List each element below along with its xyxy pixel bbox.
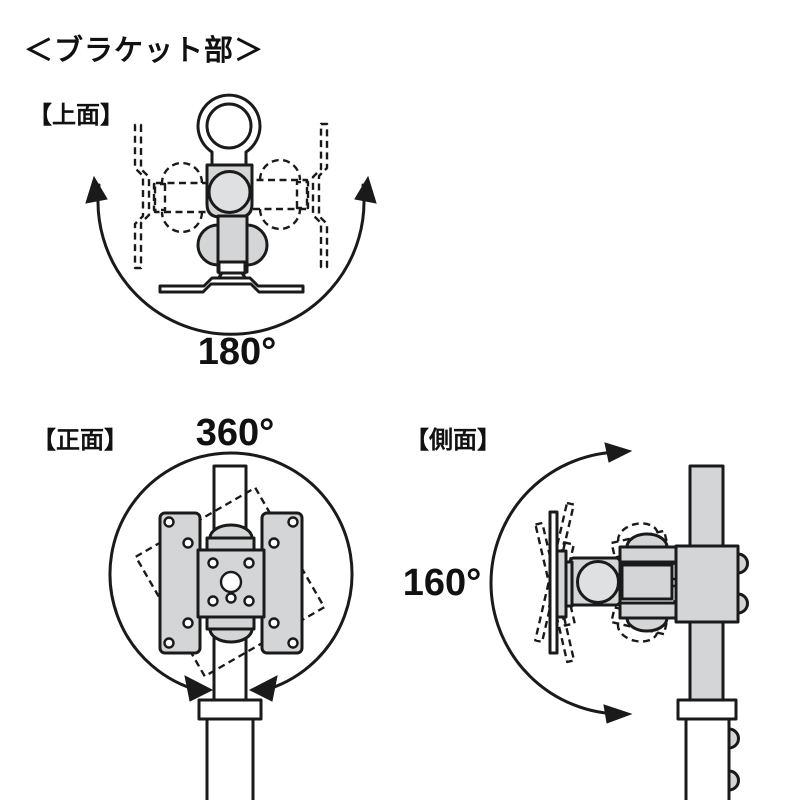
tilt-joint: [576, 560, 620, 604]
screw-hole: [182, 537, 194, 549]
arrow-right-top-icon: [604, 442, 633, 463]
arm-dome-left: [196, 223, 220, 267]
screw-hole: [163, 516, 175, 528]
center-hole: [219, 570, 243, 594]
screw-hole: [243, 557, 255, 569]
joint-band-bottom: [205, 615, 256, 631]
screw-hole: [163, 637, 175, 649]
vesa-plate-edge: [548, 510, 559, 655]
screw-hole: [207, 595, 219, 607]
top-view-graphic: [85, 93, 377, 336]
arrow-up-right-icon: [354, 175, 377, 204]
front-view-label: 【正面】: [32, 427, 128, 454]
front-view-graphic: [108, 451, 354, 800]
vesa-plate-left: [158, 511, 202, 655]
side-view-label: 【側面】: [405, 427, 501, 454]
screw-hole: [207, 557, 219, 569]
top-view-angle: 180°: [197, 331, 277, 373]
arrow-up-left-icon: [85, 175, 108, 204]
arrow-in-right-icon: [248, 675, 278, 702]
arm-middle-bar: [620, 563, 674, 601]
page-title: ＜ブラケット部＞: [24, 35, 265, 67]
joint-band-top: [205, 536, 256, 552]
joint-dome-bottom: [208, 627, 254, 644]
screw-hole: [287, 516, 299, 528]
screw-hole: [243, 595, 255, 607]
screw-hole: [182, 617, 194, 629]
screw-hole: [287, 637, 299, 649]
pole-lower: [205, 717, 255, 800]
joint-dome-top: [208, 523, 254, 540]
arm-plate-bottom: [618, 601, 678, 620]
center-hole-small: [225, 592, 237, 604]
swivel-joint: [207, 170, 252, 214]
arrow-in-left-icon: [184, 675, 214, 702]
top-view-label: 【上面】: [28, 102, 124, 129]
arm-dome-bottom: [625, 616, 669, 633]
clamp-block: [674, 544, 740, 624]
vesa-plate-edge: [158, 276, 305, 294]
screw-hole: [268, 537, 280, 549]
rotation-arc-180: [96, 183, 366, 336]
arm-dome-right: [245, 223, 269, 267]
arm-dome-top: [625, 532, 669, 549]
arrow-right-bottom-icon: [603, 704, 633, 724]
front-view-angle: 360°: [195, 412, 275, 454]
pole-lower: [684, 717, 731, 800]
side-view-graphic: [489, 442, 749, 800]
tilt-arc-160: [489, 450, 624, 716]
rotation-arc-360: [108, 451, 354, 693]
pole-collar: [676, 698, 738, 721]
arm-plate-top: [618, 545, 678, 564]
vesa-plate-right: [260, 511, 304, 655]
arm-notch: [217, 260, 247, 275]
side-view-angle: 160°: [402, 562, 482, 604]
pole-collar: [197, 698, 263, 721]
screw-hole: [268, 617, 280, 629]
pole-ring-hole: [205, 102, 253, 150]
